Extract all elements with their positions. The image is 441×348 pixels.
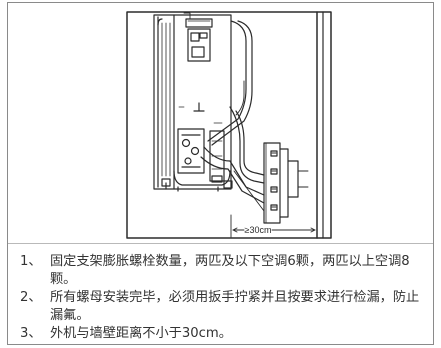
list-item: 3、 外机与墙壁距离不小于30cm。 [20,325,424,343]
note-number: 1、 [20,254,42,269]
connecting-pipes [200,20,265,212]
note-number: 3、 [20,326,42,341]
valve-box [177,128,205,174]
control-box [187,28,211,62]
outdoor-unit [153,12,233,192]
diagram-frame [126,11,332,239]
list-item: 2、 所有螺母安装完毕，必须用扳手拧紧并且按要求进行检漏，防止漏氟。 [20,289,424,324]
list-item: 1、 固定支架膨胀螺栓数量，两匹及以下空调6颗，两匹以上空调8颗。 [20,253,424,288]
wall-bracket [263,142,309,224]
note-number: 2、 [20,290,42,305]
clearance-label: ≥30cm [245,225,272,235]
outdoor-unit-installation-diagram: ≥30cm [126,11,332,239]
wall [316,11,324,239]
clearance-dimension [230,214,318,238]
note-text: 外机与墙壁距离不小于30cm。 [50,326,232,341]
installation-notes: 1、 固定支架膨胀螺栓数量，两匹及以下空调6颗，两匹以上空调8颗。 2、 所有螺… [20,253,424,344]
instruction-card: ≥30cm 1、 固定支架膨胀螺栓数量，两匹及以下空调6颗，两匹以上空调8颗。 … [7,2,434,345]
section-divider [8,243,433,244]
note-text: 所有螺母安装完毕，必须用扳手拧紧并且按要求进行检漏，防止漏氟。 [50,290,420,323]
note-text: 固定支架膨胀螺栓数量，两匹及以下空调6颗，两匹以上空调8颗。 [50,254,410,287]
